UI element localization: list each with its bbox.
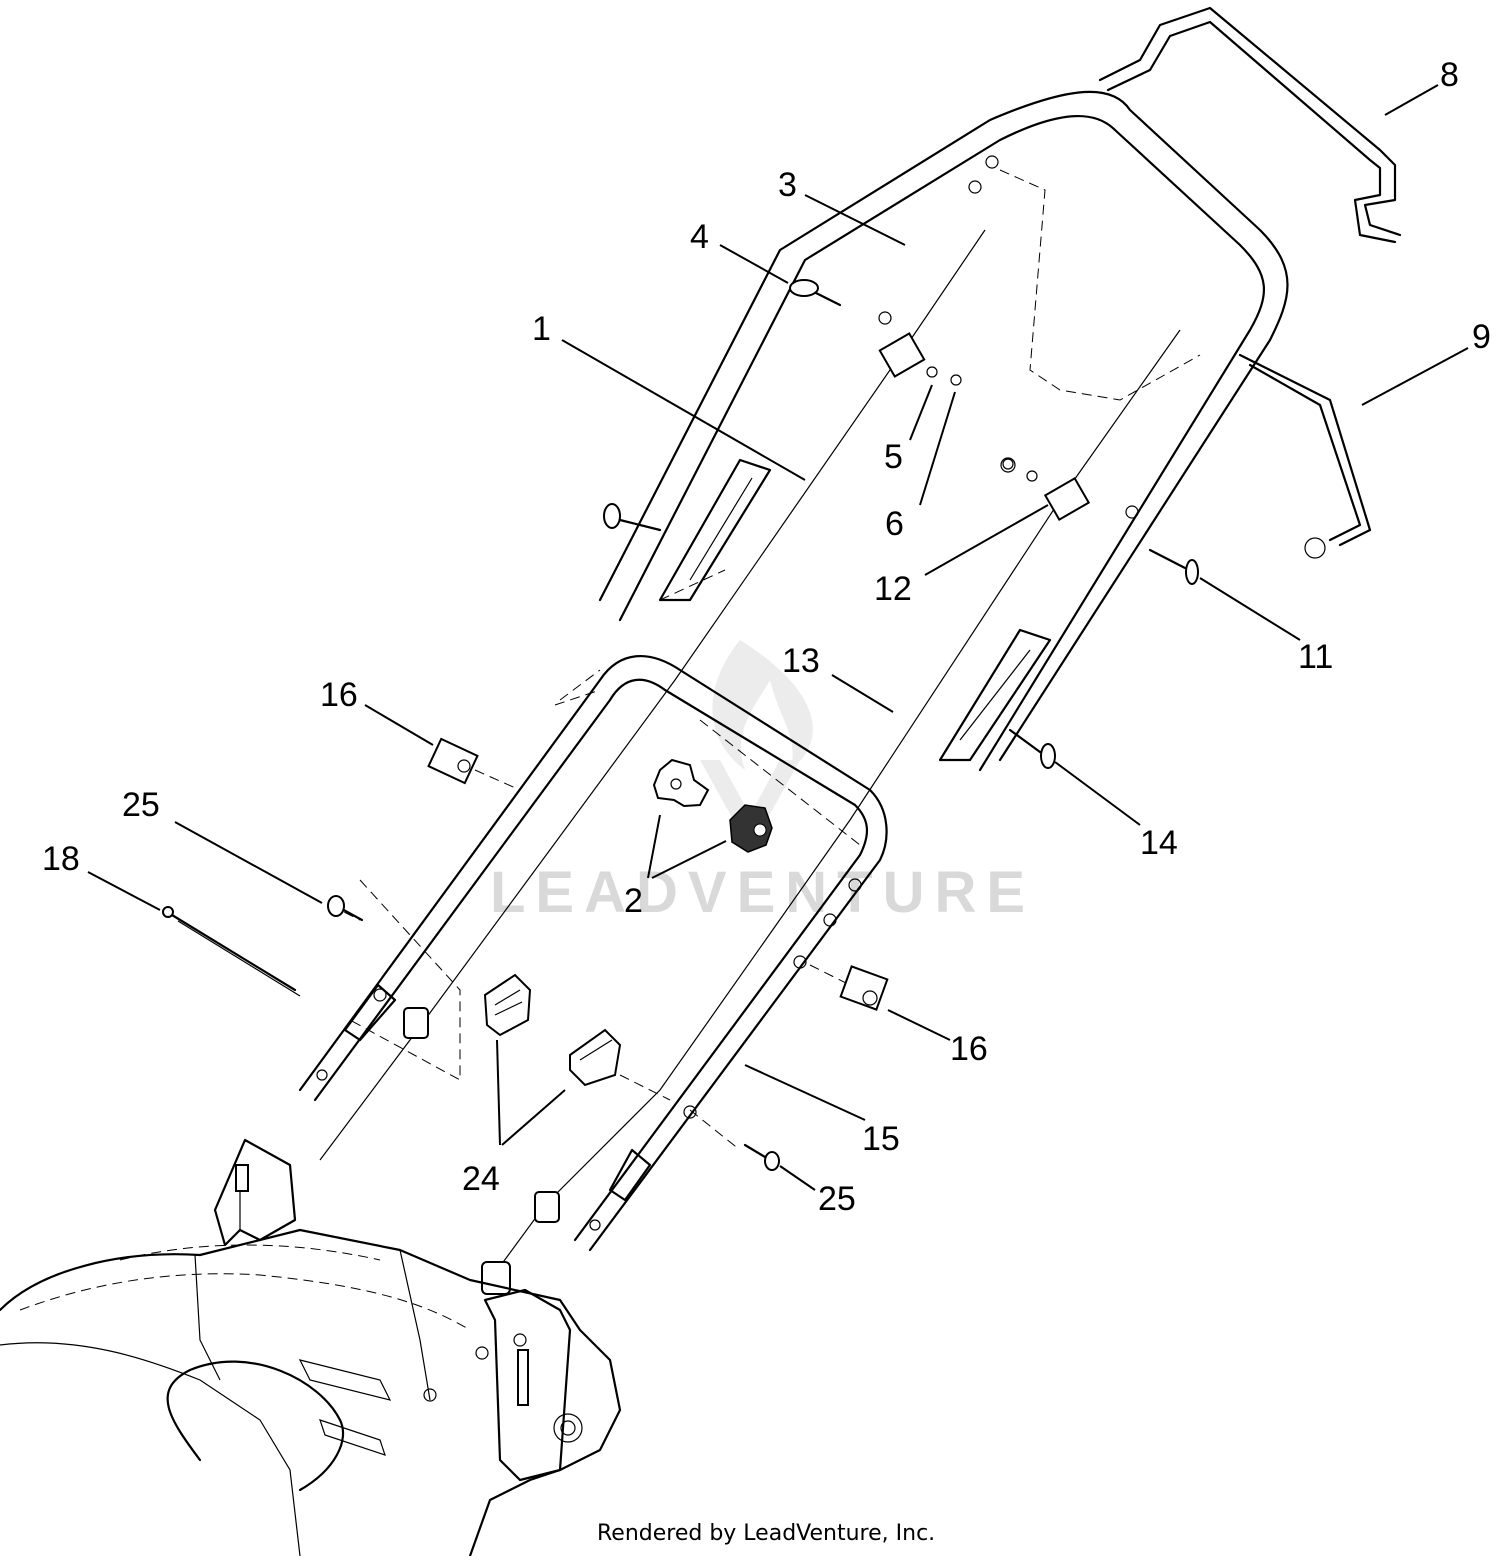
callout-8: 8 — [1440, 56, 1459, 94]
deck-bracket-left — [213, 1138, 297, 1247]
knob-star-upper — [652, 758, 710, 808]
watermark-text: LEADVENTURE — [490, 860, 1035, 925]
watermark: LEADVENTURE — [490, 640, 1035, 925]
callout-6: 6 — [885, 505, 904, 543]
cable-clip-upper — [427, 737, 479, 785]
lower-right-slot — [608, 1148, 652, 1202]
callout-labels: 1 2 3 4 5 6 8 9 11 12 13 14 15 16 16 18 … — [42, 56, 1491, 1218]
callout-16-upper: 16 — [320, 676, 358, 714]
deck-bracket-right — [483, 1288, 572, 1482]
mower-deck — [0, 1228, 622, 1558]
callout-3: 3 — [778, 166, 797, 204]
upper-handle — [598, 90, 1289, 772]
callout-25-lower: 25 — [818, 1180, 856, 1218]
cable-clip-lower — [839, 965, 889, 1011]
callout-5: 5 — [884, 438, 903, 476]
handle-bracket-round — [483, 973, 532, 1037]
callout-11: 11 — [1298, 638, 1333, 676]
bail-handle — [1098, 6, 1402, 244]
render-credit: Rendered by LeadVenture, Inc. — [597, 1521, 935, 1546]
callout-2: 2 — [624, 882, 643, 920]
handle-bracket-block — [569, 1028, 622, 1087]
drive-rod — [1238, 353, 1372, 559]
cable — [319, 229, 1181, 1295]
cable-guide-left — [658, 458, 772, 602]
bolt-25-lower — [743, 1143, 780, 1171]
callout-18: 18 — [42, 840, 80, 878]
callout-12: 12 — [874, 570, 912, 608]
callout-4: 4 — [690, 218, 709, 256]
callout-16-lower: 16 — [950, 1030, 988, 1068]
callout-1: 1 — [532, 310, 551, 348]
lower-left-slot — [343, 983, 397, 1042]
callout-9: 9 — [1472, 318, 1491, 356]
bolts — [603, 279, 1199, 769]
lower-handle — [298, 654, 888, 1252]
callout-13: 13 — [782, 642, 820, 680]
callout-15: 15 — [862, 1120, 900, 1158]
bolt-25-upper — [327, 895, 364, 922]
callout-leaders — [87, 84, 1469, 1191]
callout-24: 24 — [462, 1160, 500, 1198]
cable-guide-right — [938, 628, 1052, 762]
long-bolt — [162, 906, 301, 997]
knob-star-lower — [729, 804, 773, 853]
callout-25-upper: 25 — [122, 786, 160, 824]
callout-14: 14 — [1140, 824, 1178, 862]
